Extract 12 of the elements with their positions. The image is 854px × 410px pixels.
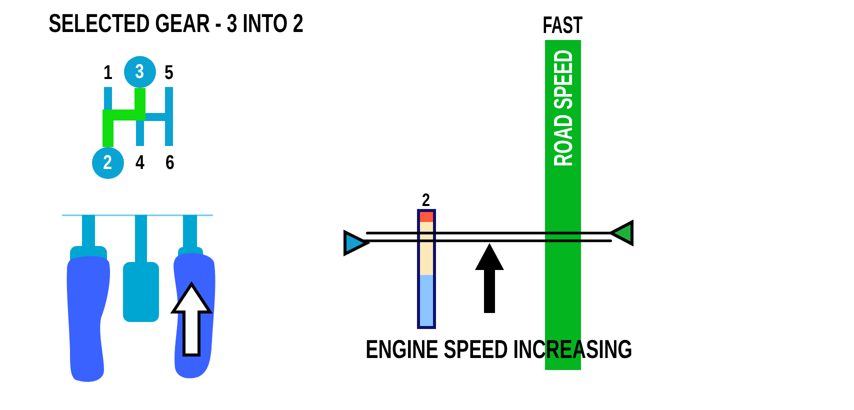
diagram-title: SELECTED GEAR - 3 INTO 2 — [48, 10, 303, 36]
gear-number: 3 — [136, 62, 144, 82]
bar-label: ROAD SPEED — [550, 50, 576, 166]
gear-number: 6 — [166, 153, 174, 173]
gear-marker-circle — [92, 147, 124, 179]
gear-number: 2 — [104, 153, 112, 173]
gear-marker-circle — [124, 56, 156, 88]
gear-number: 5 — [164, 63, 174, 83]
speed-heading: FAST — [542, 14, 582, 38]
gear-number: 4 — [136, 153, 144, 173]
gear-number: 2 — [422, 191, 430, 209]
gear-number: 1 — [104, 63, 112, 83]
